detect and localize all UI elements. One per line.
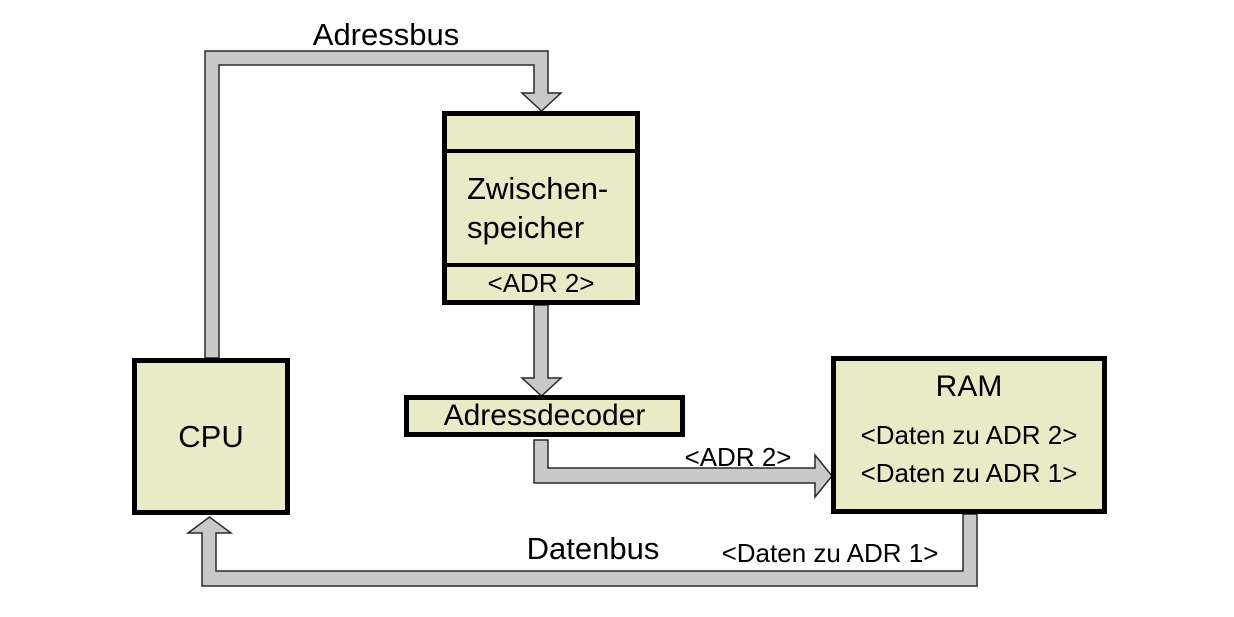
zwischenspeicher-title: Zwischen- speicher <box>447 153 635 263</box>
zwischenspeicher-box: Zwischen- speicher <ADR 2> <box>442 111 640 305</box>
ram-data-row-adr2: <Daten zu ADR 2> <box>860 420 1078 450</box>
buffer-to-decoder-arrow <box>520 304 563 398</box>
ram-box: RAM <Daten zu ADR 2> <Daten zu ADR 1> <box>831 356 1107 514</box>
datenbus-label: Datenbus <box>526 531 660 566</box>
datenbus-pipe-arrow <box>185 513 978 587</box>
zwischenspeicher-title-line1: Zwischen- <box>467 171 609 206</box>
zwischenspeicher-empty-slot <box>447 116 635 153</box>
ram-data-row-adr1: <Daten zu ADR 1> <box>860 458 1078 488</box>
daten-zu-adr1-bus-label: <Daten zu ADR 1> <box>721 538 939 568</box>
ram-title: RAM <box>935 370 1003 403</box>
cpu-label: CPU <box>178 418 244 454</box>
adressdecoder-label: Adressdecoder <box>443 399 646 432</box>
zwischenspeicher-title-line2: speicher <box>467 210 585 245</box>
adressbus-pipe-arrow <box>204 50 563 359</box>
adr2-bus-label: <ADR 2> <box>684 442 792 472</box>
zwischenspeicher-adr2-value: <ADR 2> <box>487 268 595 298</box>
cpu-box: CPU <box>132 358 290 515</box>
decoder-to-ram-pipe-arrow <box>533 439 833 500</box>
adressbus-label: Adressbus <box>312 17 460 52</box>
zwischenspeicher-adr2-slot: <ADR 2> <box>447 263 635 300</box>
adressdecoder-box: Adressdecoder <box>404 395 685 437</box>
